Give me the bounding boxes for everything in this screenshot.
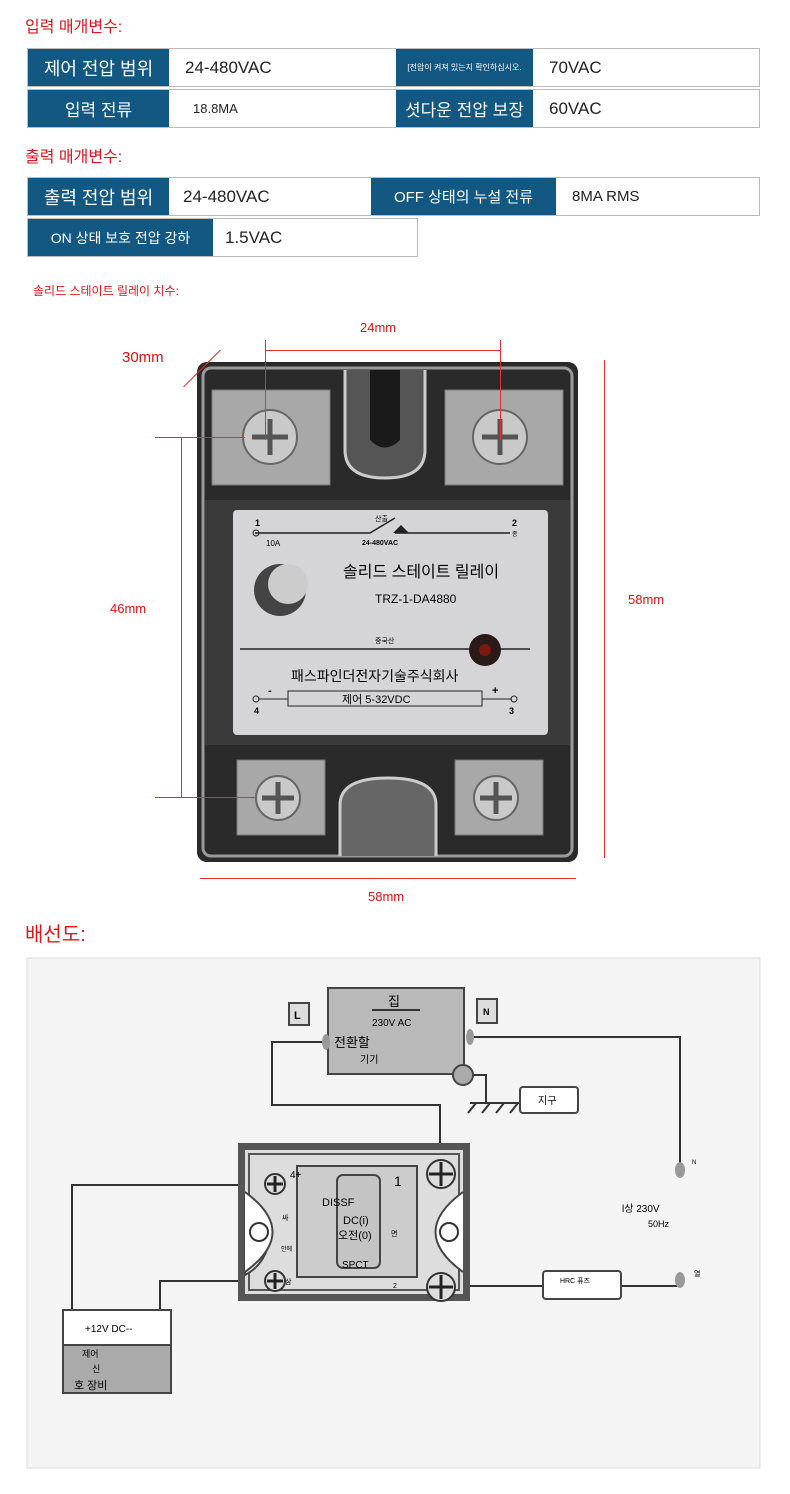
supply-live-label: 열: [694, 1270, 700, 1278]
relay-title: 솔리드 스테이트 릴레이: [343, 563, 499, 581]
ssr-terminal-2: 2: [393, 1283, 397, 1290]
ground-label: 지구: [538, 1095, 556, 1107]
spec-row: 입력 전류 18.8MA 셧다운 전압 보장 60VAC: [27, 89, 760, 128]
control-voltage-label: +12V DC--: [85, 1324, 133, 1335]
dimensions-title: 솔리드 스테이트 릴레이 치수:: [33, 284, 179, 298]
fuse: [542, 1270, 622, 1300]
output-section-title: 출력 매개변수:: [25, 149, 123, 166]
voltage-rating: 24-480VAC: [362, 540, 398, 547]
minus-sign: -: [268, 685, 272, 697]
spec-value: 1.5VAC: [225, 227, 283, 247]
load-voltage: 230V AC: [372, 1018, 411, 1029]
control-label: 신: [92, 1364, 100, 1374]
load-label: 전환할: [334, 1035, 370, 1050]
ssr-label: SPCT: [342, 1260, 369, 1271]
ssr-label: DISSF: [322, 1197, 355, 1209]
supply-frequency-label: 50Hz: [648, 1219, 670, 1229]
spec-label: OFF 상태의 누설 전류: [371, 178, 556, 215]
control-label: 호 장비: [74, 1379, 107, 1392]
dim-depth: 30mm: [122, 349, 164, 366]
supply-neutral-label: N: [692, 1160, 696, 1166]
spec-row: ON 상태 보호 전압 강하 1.5VAC: [27, 218, 418, 257]
fuse-label: HRC 퓨즈: [560, 1277, 591, 1285]
spec-label: 제어 전압 범위: [28, 49, 169, 86]
relay-model: TRZ-1-DA4880: [375, 592, 457, 606]
spec-row: 출력 전압 범위 24-480VAC OFF 상태의 누설 전류 8MA RMS: [27, 177, 760, 216]
dim-height: 58mm: [628, 592, 665, 607]
ssr-label: 오전(0): [338, 1229, 372, 1242]
input-section-title: 입력 매개변수:: [25, 19, 123, 36]
terminal-1-label: 1: [255, 518, 260, 528]
supply-phase-label: l상 230V: [622, 1203, 660, 1215]
origin-label: 중국산: [375, 636, 395, 645]
dim-width: 58mm: [368, 889, 405, 904]
wiring-title: 배선도:: [25, 924, 86, 946]
control-device: [62, 1344, 172, 1394]
load-label: 기기: [360, 1054, 378, 1066]
spec-label: [전압이 켜져 있는지 확인하십시오.: [396, 49, 533, 86]
terminal-block: [444, 389, 564, 486]
spec-value: 8MA RMS: [572, 188, 640, 205]
ssr-label: DC(i): [343, 1215, 369, 1227]
control-supply: [62, 1309, 172, 1346]
load-title: 집: [388, 994, 400, 1009]
ground-terminal: [452, 1064, 474, 1086]
ssr-terminal-1: 1: [394, 1173, 402, 1189]
spec-label: 입력 전류: [28, 90, 169, 127]
terminal-2-label: 2: [512, 518, 517, 528]
spec-value: 60VAC: [549, 98, 602, 118]
relay-label-panel: [233, 510, 548, 735]
ssr-terminal-4: 4+: [290, 1170, 302, 1181]
spec-value: 24-480VAC: [185, 57, 272, 77]
output-label: 산출: [375, 514, 388, 523]
control-label: 제어: [82, 1349, 99, 1359]
current-rating: 10A: [266, 539, 281, 548]
spec-value: 70VAC: [549, 57, 602, 77]
ssr-label: 삼: [285, 1277, 292, 1286]
live-terminal: [675, 1272, 685, 1288]
ssr-label: 싸: [282, 1213, 289, 1222]
spec-row: 제어 전압 범위 24-480VAC [전압이 켜져 있는지 확인하십시오. 7…: [27, 48, 760, 87]
spec-value: 24-480VAC: [183, 186, 270, 206]
spec-label: 출력 전압 범위: [28, 178, 169, 215]
spec-label: 셧다운 전압 보장: [396, 90, 533, 127]
spec-value: 18.8MA: [193, 101, 238, 116]
ssr-label: 면: [391, 1229, 397, 1238]
control-voltage: 제어 5-32VDC: [342, 693, 411, 706]
terminal-2-sublabel: 종: [512, 531, 518, 538]
neutral-label: N: [483, 1007, 490, 1017]
plus-sign: +: [492, 685, 498, 697]
terminal-4-label: 4: [254, 706, 259, 716]
spec-label: ON 상태 보호 전압 강하: [28, 219, 213, 256]
dim-inner-height: 46mm: [110, 601, 147, 616]
relay-photo: 1 2 종 10A 산출 24-480VAC 솔리드 스테이트 릴레이 TRZ-…: [197, 362, 578, 862]
terminal-3-label: 3: [509, 706, 514, 716]
company-name: 패스파인더전자기술주식회사: [291, 668, 459, 684]
neutral-terminal: [675, 1162, 685, 1178]
ssr-label: 안에: [281, 1245, 292, 1253]
load-box: [327, 987, 465, 1075]
live-label: L: [294, 1010, 301, 1022]
dim-top: 24mm: [360, 320, 397, 335]
